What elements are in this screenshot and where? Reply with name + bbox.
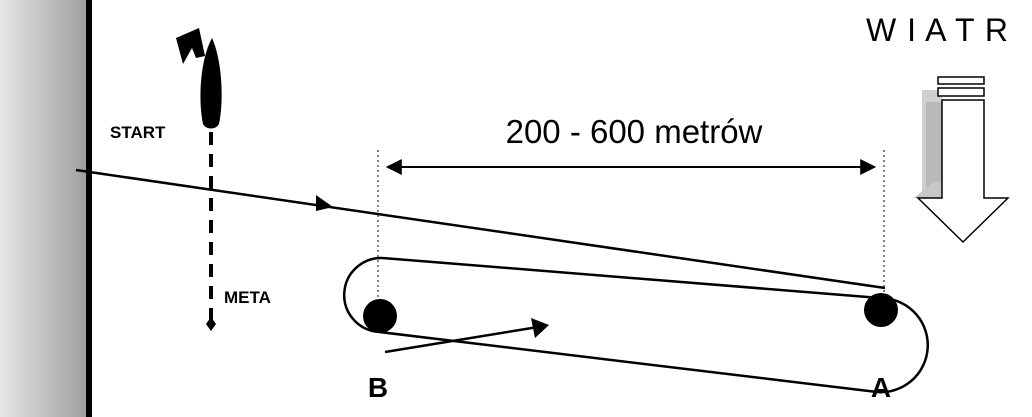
mark-b-buoy-icon (363, 299, 397, 333)
mark-a-label: A (871, 372, 891, 403)
course-leg-upwind (75, 168, 886, 290)
flag-icon (176, 28, 205, 64)
course-loop (342, 256, 929, 394)
wind-label: W I A T R (866, 12, 1009, 48)
finish-pin-icon (206, 317, 216, 331)
mark-a-buoy-icon (864, 293, 898, 327)
exit-direction-arrow (531, 318, 549, 338)
start-label: START (110, 123, 166, 142)
shoreline (0, 0, 92, 417)
course-leg-exit (384, 325, 539, 354)
mark-b-label: B (368, 372, 388, 403)
committee-boat-icon (176, 28, 222, 129)
wind-arrow-icon (914, 76, 1010, 244)
finish-label: META (224, 288, 271, 307)
course-direction-arrow (316, 195, 333, 211)
distance-label: 200 - 600 metrów (506, 113, 763, 150)
